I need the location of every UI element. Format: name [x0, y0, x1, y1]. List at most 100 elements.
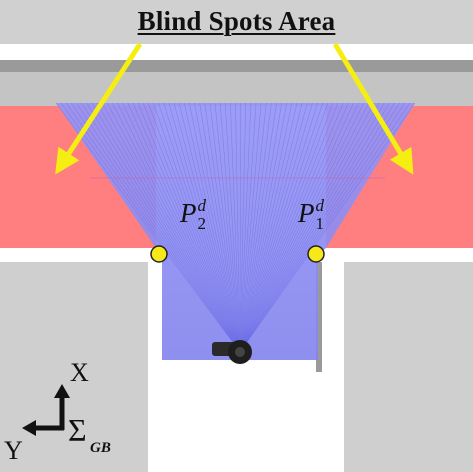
- sensor-field-of-view: [55, 102, 416, 360]
- fov-scan-line: [168, 102, 241, 353]
- y-axis-arrowhead: [22, 420, 36, 436]
- lower-left-wall: [0, 262, 148, 472]
- fov-scan-line: [239, 102, 282, 353]
- lower-right-wall: [344, 262, 473, 472]
- fov-scan-line: [189, 102, 241, 353]
- fov-scan-line: [239, 102, 329, 353]
- p1-superscript: d: [315, 196, 325, 215]
- fov-scan-line: [239, 102, 339, 353]
- lower-right-wall-shadow: [316, 262, 322, 372]
- fov-scan-line: [96, 102, 241, 353]
- fov-scan-line: [137, 102, 241, 353]
- fov-scan-line: [239, 102, 298, 353]
- fov-scan-line: [239, 102, 385, 353]
- fov-scan-line: [239, 102, 252, 353]
- fov-scan-line: [60, 102, 241, 353]
- fov-scan-line: [239, 102, 318, 353]
- fov-scan-line: [239, 102, 354, 353]
- fov-scan-line: [239, 102, 416, 353]
- lower-right-wall-edge: [322, 262, 344, 472]
- fov-scan-line: [158, 102, 241, 353]
- x-axis-arrowhead: [54, 384, 70, 398]
- fov-scan-line: [86, 102, 241, 353]
- fov-scan-line: [239, 102, 380, 353]
- fov-scan-line: [230, 102, 241, 353]
- fov-scan-line: [239, 102, 267, 353]
- corner-marker-p1: [307, 245, 325, 263]
- fov-scan-line: [55, 102, 241, 353]
- fov-scan-line: [183, 102, 241, 353]
- p1-base: P: [298, 198, 315, 228]
- x-axis-label: X: [70, 358, 89, 387]
- fov-scan-line: [239, 102, 272, 353]
- fov-scan-line: [239, 102, 293, 353]
- frame-symbol: Σ: [68, 412, 87, 448]
- fov-scan-line: [148, 102, 241, 353]
- fov-scan-line: [239, 102, 405, 353]
- fov-scan-line: [163, 102, 241, 353]
- arrow-right: [332, 42, 414, 175]
- fov-scan-line: [204, 102, 241, 353]
- corner-marker-p2: [150, 245, 168, 263]
- p2-superscript: d: [197, 196, 207, 215]
- lower-left-wall-top: [0, 248, 150, 256]
- sensor-lens: [235, 347, 245, 357]
- fov-scan-line: [194, 102, 241, 353]
- fov-scan-line: [239, 102, 364, 353]
- fov-scan-line: [239, 102, 323, 353]
- corridor-floor: [0, 72, 473, 106]
- top-wall: [0, 0, 473, 44]
- fov-scan-line: [239, 102, 257, 353]
- lower-right-wall-top: [322, 248, 473, 256]
- fov-scan-line: [239, 102, 303, 353]
- fov-scan-line: [239, 102, 241, 353]
- diagram-title: Blind Spots Area: [137, 6, 336, 36]
- fov-scan-line: [142, 102, 241, 353]
- fov-scan-line: [239, 102, 313, 353]
- fov-scan-line: [199, 102, 241, 353]
- y-axis-label: Y: [4, 436, 23, 465]
- fov-scan-line: [81, 102, 241, 353]
- fov-scan-line: [117, 102, 241, 353]
- arrow-left: [55, 42, 143, 175]
- fov-scan-line: [239, 102, 334, 353]
- lower-left-wall-edge: [148, 262, 162, 472]
- fov-scan-line: [239, 102, 277, 353]
- fov-scan-line: [239, 102, 390, 353]
- frame-subscript: GB: [90, 440, 111, 456]
- fov-scan-line: [219, 102, 241, 353]
- p1-subscript: 1: [315, 214, 325, 233]
- fov-scan-line: [132, 102, 241, 353]
- fov-scan-line: [173, 102, 241, 353]
- fov-scan-line: [224, 102, 241, 353]
- fov-scan-line: [239, 102, 411, 353]
- fov-scan-line: [66, 102, 241, 353]
- fov-scan-line: [239, 102, 349, 353]
- p2-base: P: [180, 198, 197, 228]
- fov-scan-line: [239, 102, 308, 353]
- fov-scan-line: [239, 102, 400, 353]
- fov-scan-line: [209, 102, 241, 353]
- fov-scan-line: [239, 102, 370, 353]
- fov-scan-line: [214, 102, 241, 353]
- fov-scan-line: [239, 102, 375, 353]
- fov-scan-line: [239, 102, 344, 353]
- fov-scan-line: [239, 102, 359, 353]
- coordinate-frame: [22, 384, 70, 436]
- fov-scan-line: [107, 102, 241, 353]
- fov-scan-line: [122, 102, 241, 353]
- p2-subscript: 2: [197, 214, 207, 233]
- fov-scan-line: [127, 102, 241, 353]
- fov-scan-line: [153, 102, 241, 353]
- fov-scan-line: [239, 102, 288, 353]
- fov-scan-line: [112, 102, 241, 353]
- lidar-sensor: [212, 340, 252, 364]
- top-wall-shadow: [0, 60, 473, 72]
- fov-scan-line: [239, 102, 247, 353]
